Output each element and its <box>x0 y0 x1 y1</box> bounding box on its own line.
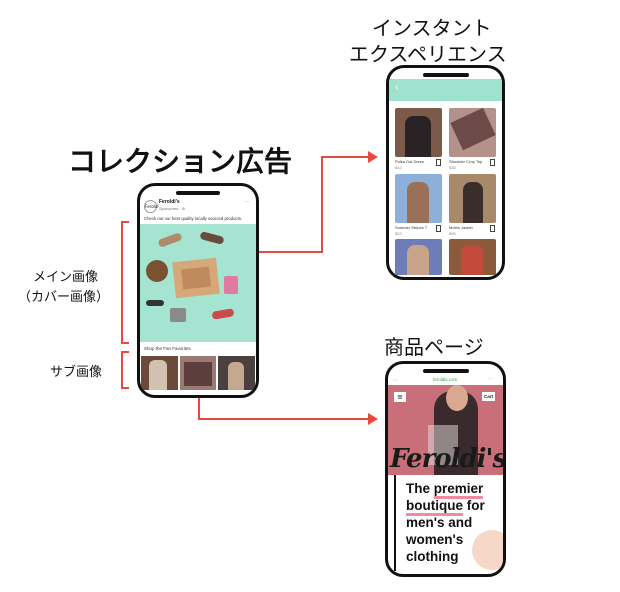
product-tile-3-image[interactable] <box>395 174 442 223</box>
ad-more-menu-icon[interactable]: ··· <box>244 199 250 205</box>
main-cover-image[interactable] <box>140 224 256 342</box>
sub-image-label: サブ画像 <box>50 365 103 380</box>
product-tile-2-name: Shoulder Crop Top <box>449 159 483 164</box>
product-tile-5-figure <box>407 245 429 275</box>
save-icon[interactable] <box>436 159 441 166</box>
main-image-label-2: （カバー画像） <box>18 290 110 305</box>
arrow-head-product <box>368 413 378 425</box>
product-tile-1-image[interactable] <box>395 108 442 157</box>
product-tile-2-figure <box>450 108 496 151</box>
product-tile-6-image[interactable] <box>449 239 496 275</box>
product-tile-5-image[interactable] <box>395 239 442 275</box>
collection-ad-label: コレクション広告 <box>68 145 293 178</box>
product-tile-1-name: Polka Dot Dress <box>395 159 424 164</box>
phone-speaker <box>422 369 469 373</box>
sub-image-1-figure <box>149 360 167 390</box>
save-icon[interactable] <box>436 225 441 232</box>
hero-image <box>388 385 503 475</box>
decorative-circle <box>472 530 503 570</box>
sub-image-3[interactable] <box>218 356 255 390</box>
brand-logo-text: Feroldi <box>145 204 159 209</box>
script-logo-overlay: Feroldi's <box>390 444 506 474</box>
sub-image-1[interactable] <box>141 356 178 390</box>
product-tile-4-image[interactable] <box>449 174 496 223</box>
product-tile-3-name: Summer Stripes T <box>395 225 428 230</box>
product-tile-2-price: $35 <box>449 165 456 170</box>
instant-experience-label-2: エクスペリエンス <box>349 42 507 66</box>
headline-word-boutique: boutique <box>406 498 463 516</box>
arrow-head-instant <box>368 151 378 163</box>
collection-ad-phone: Feroldi Feroldi's Sponsored · ⊕ ··· Chec… <box>137 183 259 398</box>
shoe-illustration <box>157 232 183 248</box>
brand-avatar: Feroldi <box>144 200 159 213</box>
instant-experience-phone: ‹ Polka Dot Dress $42 Shoulder Crop Top … <box>386 65 505 280</box>
product-page-phone: ‹ › feroldis.com ··· ≡ Cart Feroldi's Th… <box>385 361 506 577</box>
browser-nav-arrows[interactable]: ‹ › <box>393 377 397 382</box>
save-icon[interactable] <box>490 225 495 232</box>
product-tile-6-figure <box>461 245 483 275</box>
save-icon[interactable] <box>490 159 495 166</box>
sub-image-3-figure <box>228 362 244 390</box>
arrow-to-product-page <box>198 388 368 420</box>
headline-word-the: The <box>406 481 434 496</box>
headline-line-clothing: clothing <box>406 549 459 564</box>
main-image-label-1: メイン画像 <box>33 270 99 285</box>
sub-image-bracket <box>121 351 129 389</box>
product-tile-1-price: $42 <box>395 165 402 170</box>
product-tile-2-image[interactable] <box>449 108 496 157</box>
product-tile-4-figure <box>463 182 483 223</box>
arrow-to-instant-experience <box>256 156 368 253</box>
headline: The premier boutique for men's and women… <box>406 480 503 565</box>
phone-speaker <box>422 73 469 77</box>
ad-brand-name[interactable]: Feroldi's <box>159 199 180 205</box>
browser-url[interactable]: feroldis.com <box>433 377 458 382</box>
product-tile-4-name: Moths Jacket <box>449 225 473 230</box>
headline-line-mens: men's and <box>406 515 473 530</box>
main-image-bracket <box>121 221 129 344</box>
cart-button[interactable]: Cart <box>482 392 496 401</box>
phone-speaker <box>176 191 220 195</box>
hero-pattern <box>428 425 458 465</box>
product-tile-3-price: $22 <box>395 231 402 236</box>
box-inner <box>181 266 211 290</box>
hamburger-menu-icon[interactable]: ≡ <box>394 392 406 402</box>
bag-illustration <box>224 276 238 294</box>
product-tile-4-price: $90 <box>449 231 456 236</box>
instant-experience-label-1: インスタント <box>372 16 492 40</box>
shoe-illustration-2 <box>199 231 225 245</box>
hero-face <box>446 385 468 411</box>
shop-collection-row[interactable]: Shop the Fan Favorites <box>144 346 191 351</box>
shoe-illustration-3 <box>211 308 235 320</box>
product-tile-1-figure <box>405 116 431 157</box>
product-page-label: 商品ページ <box>384 335 484 359</box>
left-accent-line <box>394 475 396 571</box>
headline-word-for: for <box>463 498 485 513</box>
hat-illustration <box>146 260 168 282</box>
headline-line-womens: women's <box>406 532 464 547</box>
ie-back-icon[interactable]: ‹ <box>395 82 399 93</box>
sunglasses-illustration <box>146 300 164 306</box>
sub-image-2-figure <box>184 362 212 386</box>
product-tile-3-figure <box>407 182 429 223</box>
wallet-illustration <box>170 308 186 322</box>
sub-image-2[interactable] <box>180 356 216 390</box>
browser-more-icon[interactable]: ··· <box>488 376 493 382</box>
ad-caption: Check out our best quality locally sourc… <box>144 216 243 221</box>
headline-word-premier: premier <box>433 481 484 499</box>
ie-header-banner <box>389 79 502 101</box>
ad-sponsored: Sponsored · ⊕ <box>159 206 186 211</box>
